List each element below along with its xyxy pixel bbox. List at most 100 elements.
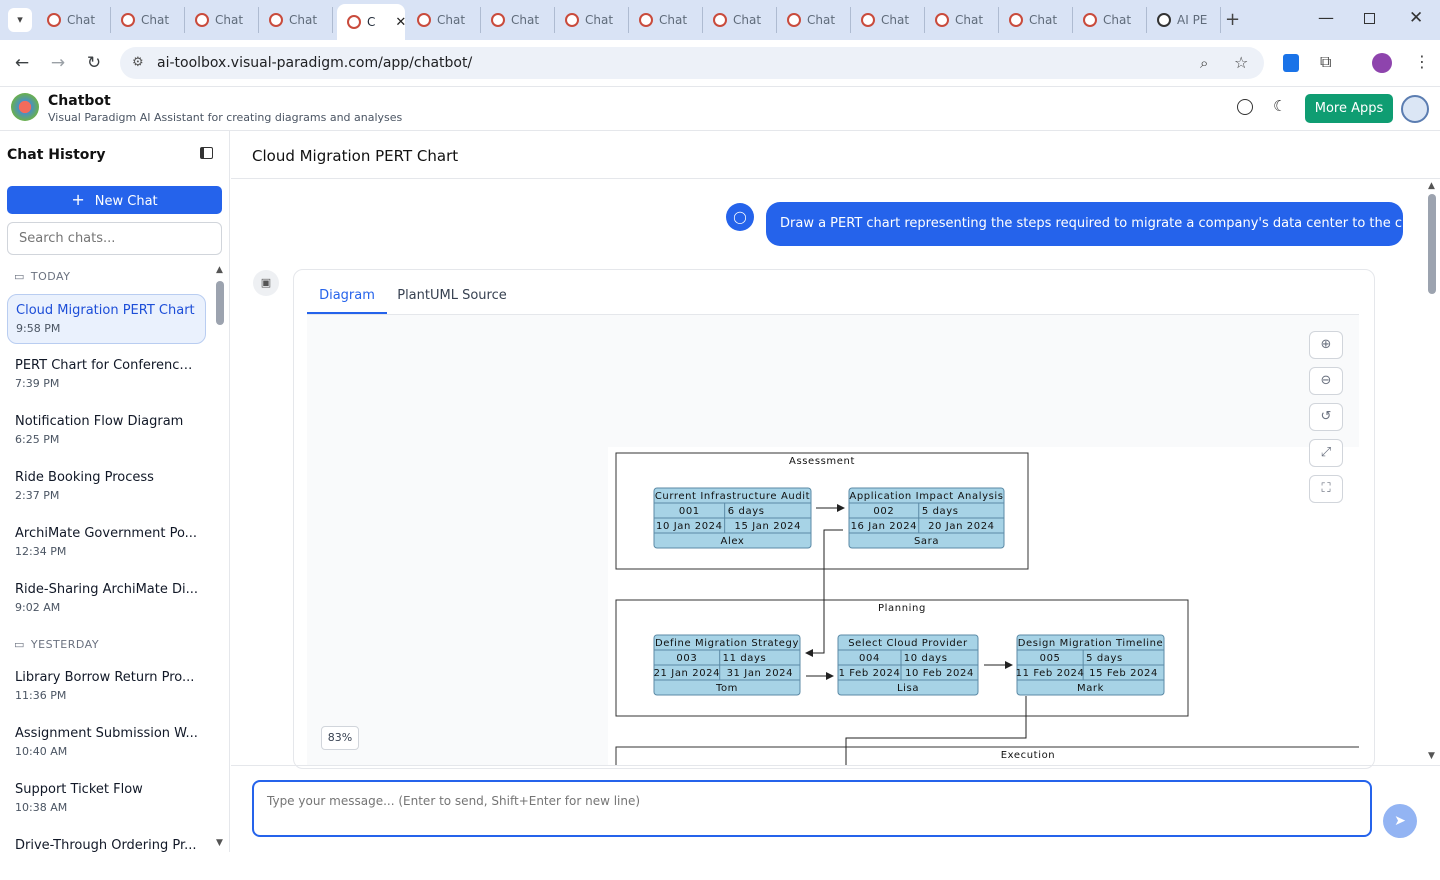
browser-tab[interactable]: Chat — [999, 7, 1073, 33]
chatbot-favicon-icon — [935, 13, 949, 27]
chatbot-favicon-icon — [1009, 13, 1023, 27]
group-label: YESTERDAY — [30, 638, 100, 651]
browser-tab[interactable]: Chat — [629, 7, 703, 33]
tab-label: Chat — [955, 13, 984, 27]
browser-menu-icon[interactable]: ⋮ — [1414, 52, 1430, 71]
scroll-down-icon[interactable]: ▼ — [1428, 751, 1435, 761]
puzzle-extensions-icon[interactable]: ⧉ — [1320, 52, 1332, 71]
zoom-level-badge: 83% — [321, 726, 359, 750]
message-input[interactable] — [252, 780, 1372, 837]
browser-tab[interactable]: Chat — [407, 7, 481, 33]
extension-icon[interactable] — [1283, 54, 1299, 72]
send-button[interactable]: ➤ — [1383, 804, 1417, 838]
browser-tab[interactable]: Chat — [259, 7, 333, 33]
browser-tab[interactable]: Chat — [777, 7, 851, 33]
browser-tab[interactable]: AI PE — [1147, 7, 1221, 33]
fullscreen-icon[interactable]: ⛶ — [1309, 475, 1343, 503]
tab-plantuml-source[interactable]: PlantUML Source — [397, 288, 507, 303]
zoom-out-icon[interactable]: ⊖ — [1309, 367, 1343, 395]
tab-label: Chat — [585, 13, 614, 27]
tab-search-icon[interactable]: ▾ — [8, 8, 32, 32]
chat-history-item[interactable]: ArchiMate Government Po...12:34 PM — [7, 518, 206, 568]
search-chats-input[interactable] — [7, 222, 222, 255]
browser-tab[interactable]: C✕ — [337, 4, 407, 40]
minimize-icon[interactable]: — — [1318, 8, 1334, 27]
new-chat-button[interactable]: + New Chat — [7, 186, 222, 214]
browser-tab[interactable]: Chat — [37, 7, 111, 33]
browser-tab[interactable]: Chat — [1073, 7, 1147, 33]
main-scrollbar[interactable] — [1428, 194, 1436, 294]
chat-history-item[interactable]: Assignment Submission W...10:40 AM — [7, 718, 206, 768]
zoom-icon[interactable]: ⌕ — [1200, 54, 1209, 72]
tab-label: C — [367, 15, 376, 29]
reload-icon[interactable]: ↻ — [86, 53, 102, 73]
browser-tab[interactable]: Chat — [703, 7, 777, 33]
chat-history-title: ArchiMate Government Po... — [15, 526, 198, 541]
tab-label: Chat — [659, 13, 688, 27]
task-name: Current Infrastructure Audit — [655, 491, 810, 502]
zoom-in-icon[interactable]: ⊕ — [1309, 331, 1343, 359]
scroll-down-icon[interactable]: ▼ — [216, 838, 223, 848]
chat-history-item[interactable]: Library Borrow Return Pro...11:36 PM — [7, 662, 206, 712]
main-chat-area: Cloud Migration PERT Chart ◯ Draw a PERT… — [231, 131, 1440, 852]
close-tab-icon[interactable]: ✕ — [395, 14, 407, 30]
tab-label: Chat — [733, 13, 762, 27]
more-apps-button[interactable]: More Apps — [1305, 94, 1393, 123]
chatbot-favicon-icon — [347, 15, 361, 29]
site-info-icon[interactable]: ⚙ — [132, 55, 144, 70]
browser-tab[interactable]: Chat — [925, 7, 999, 33]
new-tab-icon[interactable]: + — [1225, 9, 1241, 30]
chat-history-time: 2:37 PM — [15, 489, 60, 502]
group-box — [615, 746, 1359, 765]
language-globe-icon[interactable] — [1237, 99, 1253, 115]
chat-history-time: 7:39 PM — [15, 377, 60, 390]
divider — [231, 178, 1440, 179]
task-duration: 6 days — [728, 506, 765, 517]
url-text: ai-toolbox.visual-paradigm.com/app/chatb… — [157, 55, 473, 71]
fit-to-screen-icon[interactable]: ⤢ — [1309, 439, 1343, 467]
chatbot-favicon-icon — [47, 13, 61, 27]
url-field[interactable]: ⚙ ai-toolbox.visual-paradigm.com/app/cha… — [120, 47, 1264, 79]
browser-tab[interactable]: Chat — [481, 7, 555, 33]
scroll-up-icon[interactable]: ▲ — [216, 265, 223, 275]
profile-avatar[interactable] — [1372, 53, 1392, 73]
tab-label: Chat — [1029, 13, 1058, 27]
chat-history-title: Assignment Submission W... — [15, 726, 198, 741]
task-owner: Sara — [914, 536, 939, 547]
chat-history-item[interactable]: Drive-Through Ordering Pr... — [7, 830, 206, 880]
restore-icon[interactable] — [1364, 13, 1375, 24]
chat-history-time: 6:25 PM — [15, 433, 60, 446]
calendar-icon: ▭ — [14, 270, 25, 283]
tab-diagram[interactable]: Diagram — [307, 288, 387, 314]
browser-tab[interactable]: Chat — [111, 7, 185, 33]
bookmark-star-icon[interactable]: ☆ — [1234, 53, 1249, 72]
chat-history-item[interactable]: PERT Chart for Conference ...7:39 PM — [7, 350, 206, 400]
browser-tab[interactable]: Chat — [851, 7, 925, 33]
app-subtitle: Visual Paradigm AI Assistant for creatin… — [48, 111, 403, 124]
close-window-icon[interactable]: ✕ — [1409, 8, 1424, 28]
address-bar: ← → ↻ ⚙ ai-toolbox.visual-paradigm.com/a… — [0, 40, 1440, 87]
chat-history-item[interactable]: Ride-Sharing ArchiMate Di...9:02 AM — [7, 574, 206, 624]
history-scrollbar[interactable] — [216, 281, 224, 325]
chatbot-favicon-icon — [1083, 13, 1097, 27]
browser-tab[interactable]: Chat — [555, 7, 629, 33]
scroll-up-icon[interactable]: ▲ — [1428, 181, 1435, 191]
browser-tab[interactable]: Chat — [185, 7, 259, 33]
back-icon[interactable]: ← — [14, 53, 30, 73]
bot-avatar-icon[interactable] — [1401, 95, 1429, 123]
dark-mode-moon-icon[interactable]: ☾ — [1273, 97, 1287, 115]
bot-icon: ▣ — [253, 270, 279, 296]
task-end-date: 15 Jan 2024 — [735, 521, 802, 532]
reset-view-icon[interactable]: ↺ — [1309, 403, 1343, 431]
collapse-sidebar-icon[interactable] — [200, 147, 213, 159]
forward-icon[interactable]: → — [50, 53, 66, 73]
group-box — [615, 599, 1189, 717]
new-chat-label: New Chat — [94, 194, 158, 209]
plus-icon: + — [71, 190, 85, 209]
